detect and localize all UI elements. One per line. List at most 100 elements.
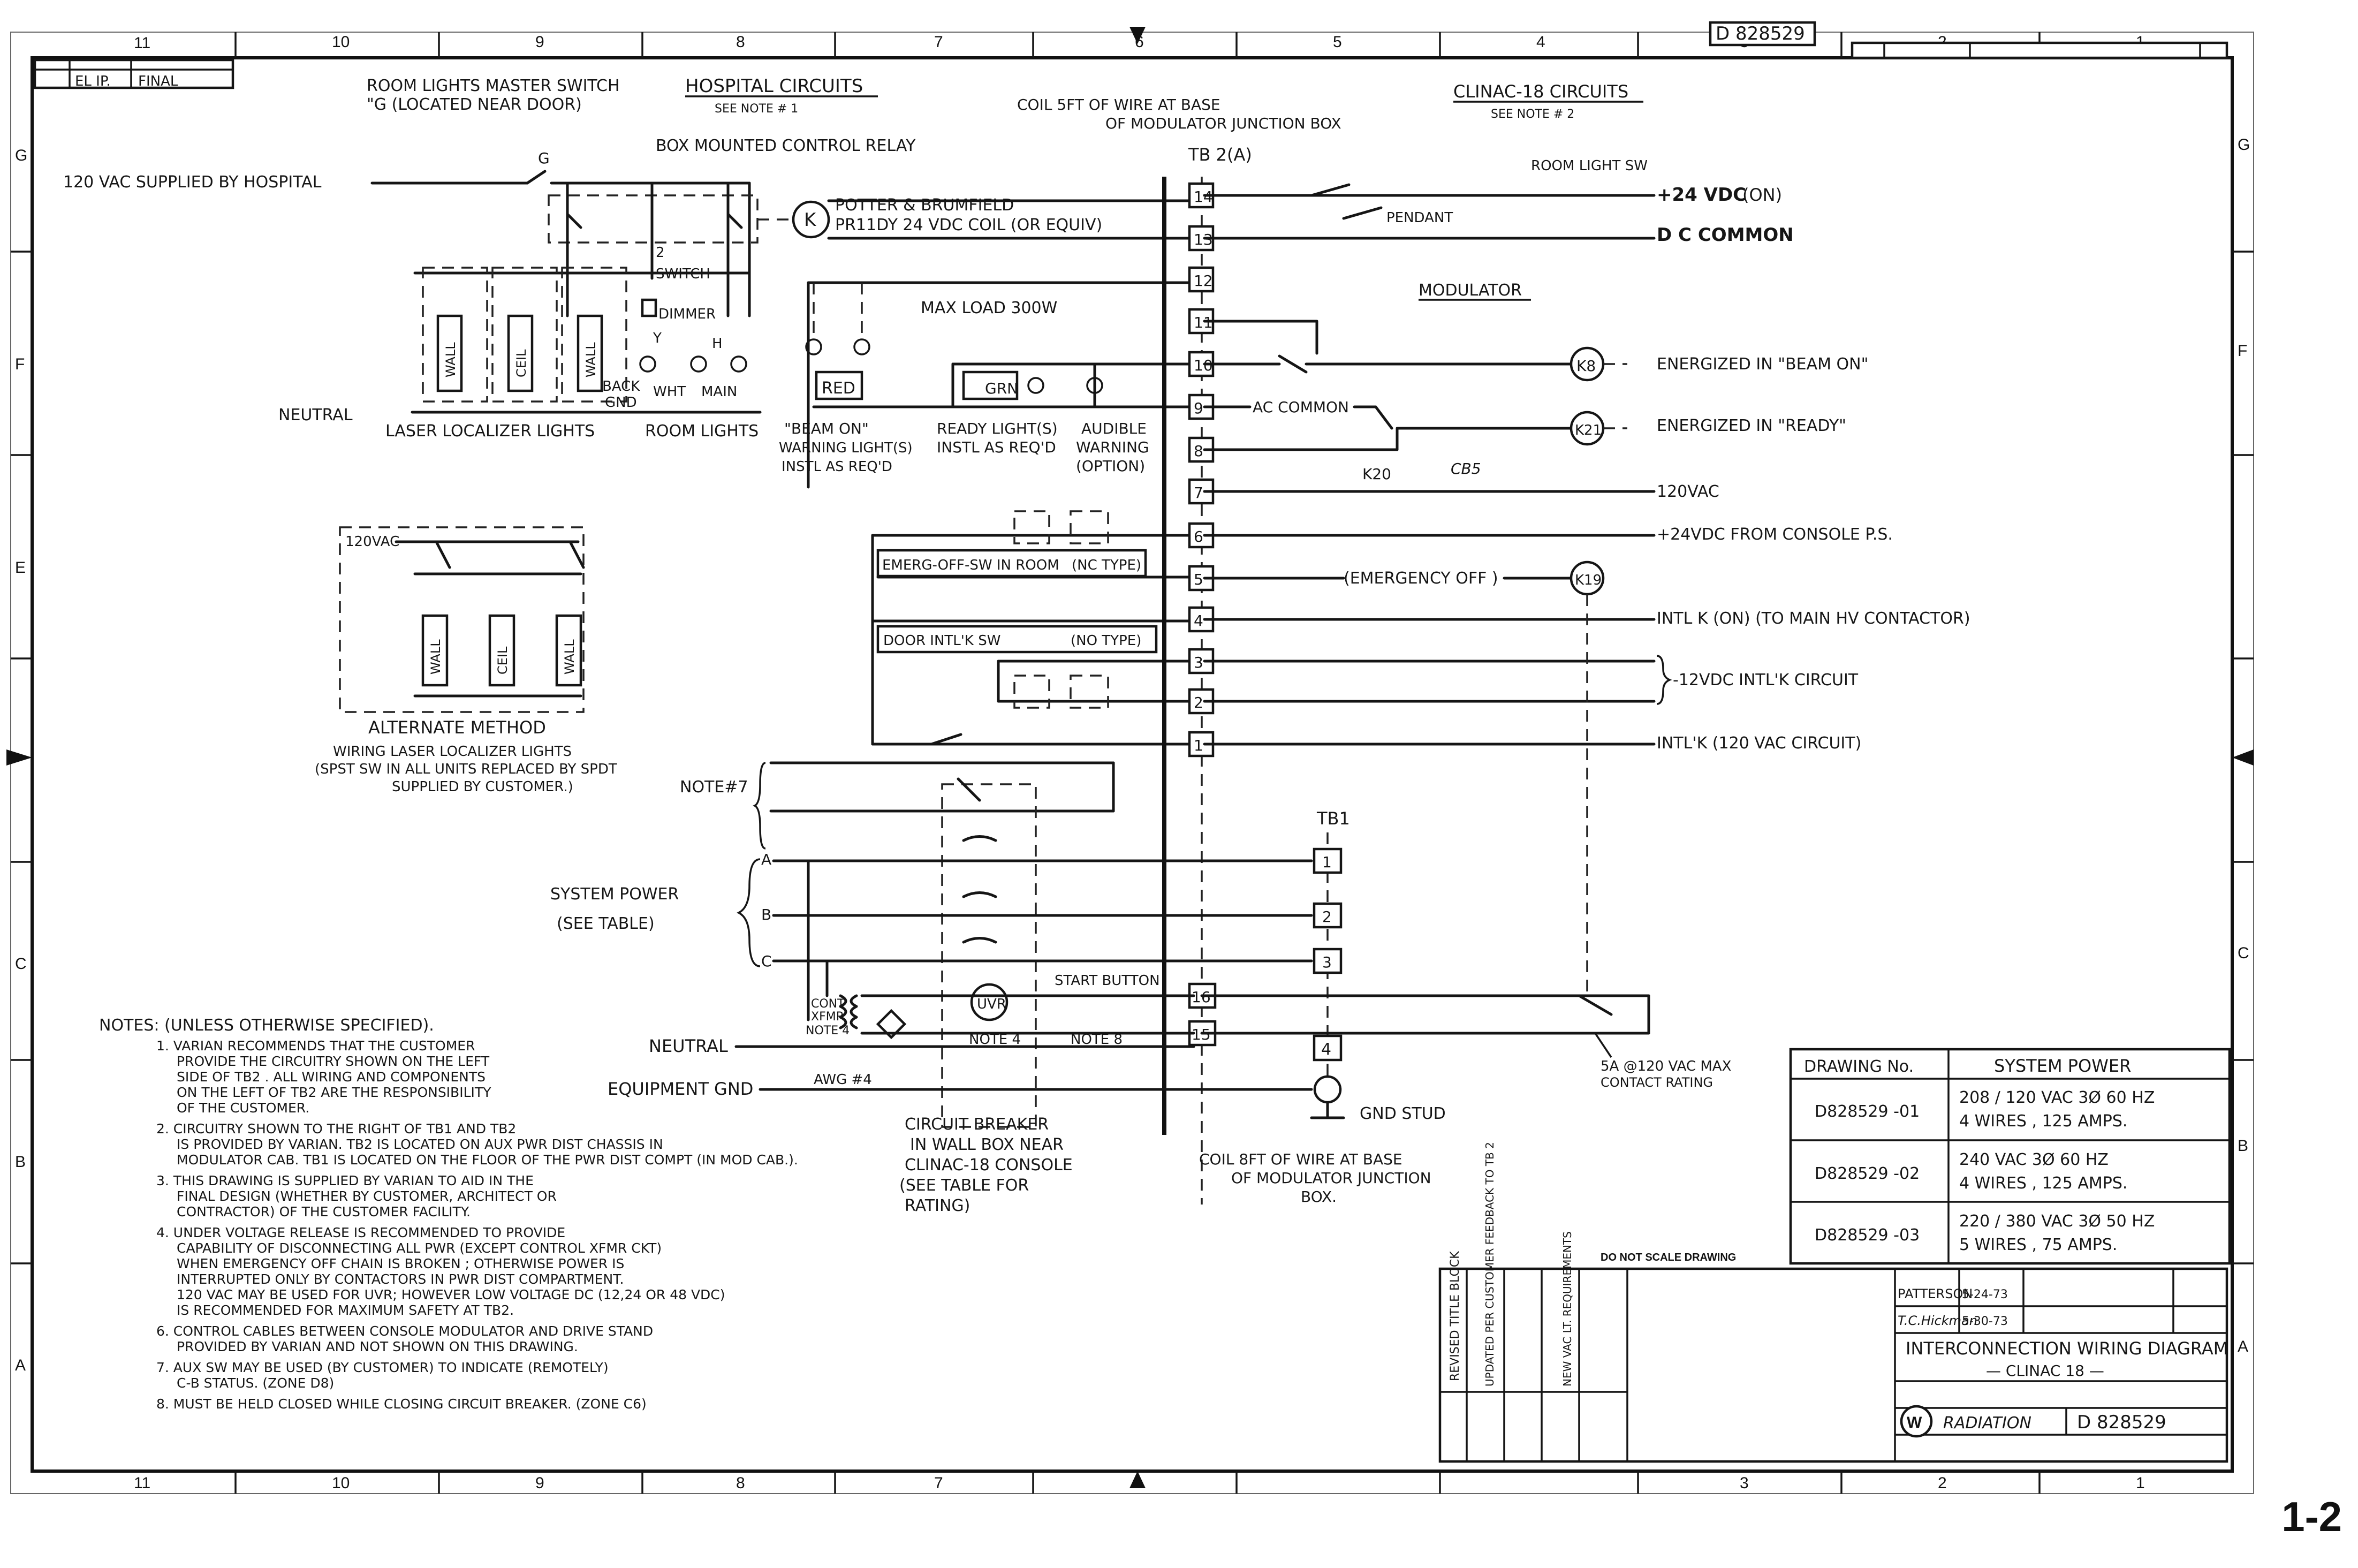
coil-top-label-2: OF MODULATOR JUNCTION BOX bbox=[1105, 115, 1341, 132]
top-drawing-number: D 828529 bbox=[1716, 23, 1805, 44]
coil-top-label-1: COIL 5FT OF WIRE AT BASE bbox=[1017, 96, 1220, 113]
clinac-circuits-title: CLINAC-18 CIRCUITS bbox=[1453, 81, 1628, 102]
phase-c-label: C bbox=[761, 952, 772, 970]
rev-status-right: FINAL bbox=[138, 73, 178, 89]
note-line: 3. THIS DRAWING IS SUPPLIED BY VARIAN TO… bbox=[156, 1173, 534, 1188]
cont-xfmr-label-2: XFMR bbox=[811, 1010, 844, 1024]
table-header-system-power: SYSTEM POWER bbox=[1994, 1056, 2131, 1076]
intlk-on-label: INTL K (ON) (TO MAIN HV CONTACTOR) bbox=[1657, 609, 1970, 628]
audible-label: AUDIBLE bbox=[1081, 420, 1147, 437]
tb1-terminal bbox=[1313, 847, 1343, 874]
table-power-line-1: 220 / 380 VAC 3Ø 50 HZ bbox=[1959, 1212, 2155, 1231]
center-arrow-top-icon bbox=[1129, 27, 1146, 44]
master-switch-location: "G (LOCATED NEAR DOOR) bbox=[367, 95, 582, 114]
hospital-see-note: SEE NOTE # 1 bbox=[715, 102, 798, 116]
laser-light-wall-2-label: WALL bbox=[583, 342, 598, 377]
note-line: PROVIDE THE CIRCUITRY SHOWN ON THE LEFT bbox=[177, 1054, 490, 1069]
gnd-stud-icon bbox=[1313, 1075, 1342, 1104]
plus24-console-label: +24VDC FROM CONSOLE P.S. bbox=[1657, 525, 1893, 544]
zone-row-a-right: A bbox=[2238, 1338, 2248, 1355]
energized-ready-label: ENERGIZED IN "READY" bbox=[1657, 416, 1846, 435]
option-label: (OPTION) bbox=[1076, 457, 1145, 475]
hospital-circuits: ROOM LIGHTS MASTER SWITCH "G (LOCATED NE… bbox=[63, 75, 1195, 795]
tb2-terminal-number: 5 bbox=[1194, 571, 1203, 588]
notes-section: NOTES: (UNLESS OTHERWISE SPECIFIED). 1. … bbox=[99, 1016, 798, 1412]
tb2-terminal bbox=[1188, 266, 1215, 293]
neutral-2-label: NEUTRAL bbox=[649, 1036, 728, 1056]
note-line: INTERRUPTED ONLY BY CONTACTORS IN PWR DI… bbox=[177, 1271, 624, 1287]
alternate-method-line-1: WIRING LASER LOCALIZER LIGHTS bbox=[333, 744, 572, 760]
zone-col-10: 10 bbox=[332, 33, 350, 51]
table-header-drawing-no: DRAWING No. bbox=[1804, 1057, 1914, 1076]
zone-row-e: E bbox=[15, 559, 26, 577]
zone-col-9-bottom: 9 bbox=[535, 1474, 544, 1492]
notes-list: 1. VARIAN RECOMMENDS THAT THE CUSTOMERPR… bbox=[156, 1038, 798, 1412]
contact-rating-label-2: CONTACT RATING bbox=[1601, 1075, 1713, 1090]
note-line: FINAL DESIGN (WHETHER BY CUSTOMER, ARCHI… bbox=[177, 1188, 557, 1204]
table-power-line-2: 5 WIRES , 75 AMPS. bbox=[1959, 1236, 2117, 1254]
note-line: IS RECOMMENDED FOR MAXIMUM SAFETY AT TB2… bbox=[177, 1302, 514, 1318]
tb-gnd-terminal bbox=[1313, 1034, 1343, 1062]
note8-label: NOTE 8 bbox=[1071, 1032, 1123, 1048]
top-drawing-number-block: D 828529 bbox=[1709, 21, 2228, 59]
main-label: MAIN bbox=[701, 384, 737, 400]
zone-col-5: 5 bbox=[1333, 33, 1342, 51]
door-interlock-label: DOOR INTL'K SW bbox=[883, 633, 1000, 649]
laser-light-ceil-label: CEIL bbox=[514, 349, 529, 377]
zone-row-c-right: C bbox=[2238, 944, 2249, 962]
zone-col-9: 9 bbox=[535, 33, 544, 51]
no-type-label: (NO TYPE) bbox=[1071, 633, 1141, 649]
zone-row-g: G bbox=[15, 147, 27, 164]
note-line: 6. CONTROL CABLES BETWEEN CONSOLE MODULA… bbox=[156, 1323, 653, 1339]
coil-bottom-label-3: BOX. bbox=[1301, 1188, 1337, 1206]
start-button-label: START BUTTON bbox=[1055, 973, 1160, 989]
revision-3-label: NEW VAC LT. REQUIREMENTS bbox=[1561, 1231, 1574, 1387]
note4-label: NOTE 4 bbox=[969, 1032, 1021, 1048]
zone-col-1-bottom: 1 bbox=[2136, 1474, 2145, 1492]
center-arrow-bottom-icon bbox=[1129, 1471, 1146, 1488]
note-line: 120 VAC MAY BE USED FOR UVR; HOWEVER LOW… bbox=[177, 1287, 725, 1302]
alt-method-vac-label: 120VAC bbox=[345, 534, 399, 550]
checked-date: 5-30-73 bbox=[1962, 1315, 2008, 1328]
minus12-intlk-label: -12VDC INTL'K CIRCUIT bbox=[1673, 671, 1859, 690]
note-line: 4. UNDER VOLTAGE RELEASE IS RECOMMENDED … bbox=[156, 1225, 565, 1240]
zone-col-7-bottom: 7 bbox=[934, 1474, 943, 1492]
tb2-terminal-number: 8 bbox=[1194, 442, 1203, 460]
gnd-label: GND bbox=[605, 395, 637, 411]
pendant-label: PENDANT bbox=[1386, 210, 1453, 226]
beam-on-warning-label: WARNING LIGHT(S) bbox=[779, 440, 913, 456]
clinac-see-note: SEE NOTE # 2 bbox=[1491, 108, 1574, 121]
revision-1-label: REVISED TITLE BLOCK bbox=[1449, 1251, 1462, 1381]
plus24-vdc-label: +24 VDC bbox=[1657, 184, 1746, 206]
cont-xfmr-label-1: CONT bbox=[811, 997, 845, 1011]
ready-instl-label: INSTL AS REQ'D bbox=[937, 438, 1056, 456]
tb2-terminal-number: 4 bbox=[1194, 612, 1203, 630]
hospital-supply-label: 120 VAC SUPPLIED BY HOSPITAL bbox=[63, 173, 322, 192]
tb2-terminal-number: 12 bbox=[1194, 272, 1213, 290]
note-line: PROVIDED BY VARIAN AND NOT SHOWN ON THIS… bbox=[177, 1339, 578, 1354]
zone-row-f: F bbox=[15, 355, 25, 373]
zone-row-b-right: B bbox=[2238, 1137, 2248, 1155]
clinac-18-circuits: CLINAC-18 CIRCUITS SEE NOTE # 2 ROOM LIG… bbox=[1203, 81, 1970, 996]
zone-row-c: C bbox=[15, 955, 27, 973]
coil-bottom-label-2: OF MODULATOR JUNCTION bbox=[1231, 1169, 1431, 1187]
relay-k-coil-label: K bbox=[804, 209, 817, 231]
gnd-stud-label: GND STUD bbox=[1360, 1104, 1446, 1123]
drawing-subtitle: — CLINAC 18 — bbox=[1986, 1362, 2104, 1380]
grn-light-label: GRN bbox=[985, 380, 1018, 397]
see-table-label: (SEE TABLE) bbox=[557, 914, 655, 933]
red-light-label: RED bbox=[822, 379, 855, 398]
wire-h-label: H bbox=[712, 336, 723, 352]
checked-by: T.C.Hickman bbox=[1898, 1313, 1977, 1328]
tb2-terminal-number: 3 bbox=[1194, 654, 1203, 671]
master-switch-label: ROOM LIGHTS MASTER SWITCH bbox=[367, 77, 620, 95]
alternate-method-line-3: SUPPLIED BY CUSTOMER.) bbox=[392, 779, 573, 795]
drawing-title: INTERCONNECTION WIRING DIAGRAM bbox=[1906, 1338, 2228, 1359]
table-power-line-2: 4 WIRES , 125 AMPS. bbox=[1959, 1112, 2127, 1131]
center-arrow-left-icon bbox=[6, 749, 32, 766]
room-light-sw-label: ROOM LIGHT SW bbox=[1531, 158, 1648, 174]
intlk-120vac-label: INTL'K (120 VAC CIRCUIT) bbox=[1657, 734, 1861, 753]
wire-y-label: Y bbox=[653, 330, 662, 346]
tb2-label: TB 2(A) bbox=[1188, 145, 1252, 165]
